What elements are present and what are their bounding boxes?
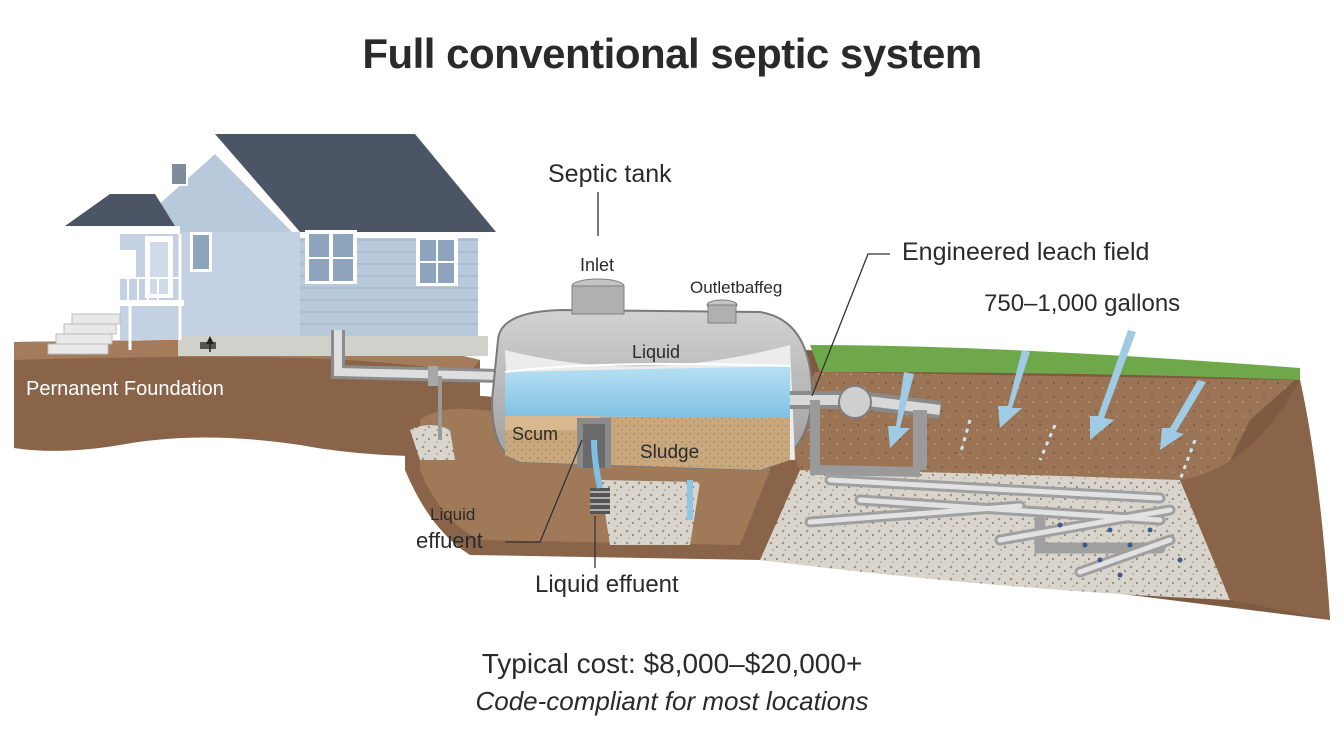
label-effluent-left-line2: effuent <box>416 528 483 553</box>
house-illustration <box>47 134 496 356</box>
label-outlet-baffle: Outletbaffeg <box>690 278 783 297</box>
septic-tank-illustration <box>490 278 814 520</box>
leader-lines <box>505 192 890 568</box>
leach-field-illustration <box>790 385 1183 578</box>
label-foundation: Pernanent Foundation <box>26 378 224 400</box>
label-leach-field: Engineered leach field <box>902 238 1150 266</box>
rain-arrow-icon <box>888 330 1206 450</box>
label-inlet: Inlet <box>580 255 615 275</box>
compliance-note: Code-compliant for most locations <box>475 686 869 716</box>
cost-text: Typical cost: $8,000–$20,000+ <box>481 648 863 679</box>
label-sludge: Sludge <box>640 442 700 463</box>
label-septic-tank: Septic tank <box>548 160 672 188</box>
inlet-pipe <box>331 330 501 440</box>
label-scum: Scum <box>512 424 559 444</box>
label-effluent-bottom: Liquid effuent <box>535 571 679 598</box>
label-capacity: 750–1,000 gallons <box>984 290 1181 317</box>
label-liquid: Liquid <box>632 342 681 362</box>
label-effluent-left-line1: Liquid <box>430 505 476 524</box>
page-title: Full conventional septic system <box>362 30 982 77</box>
